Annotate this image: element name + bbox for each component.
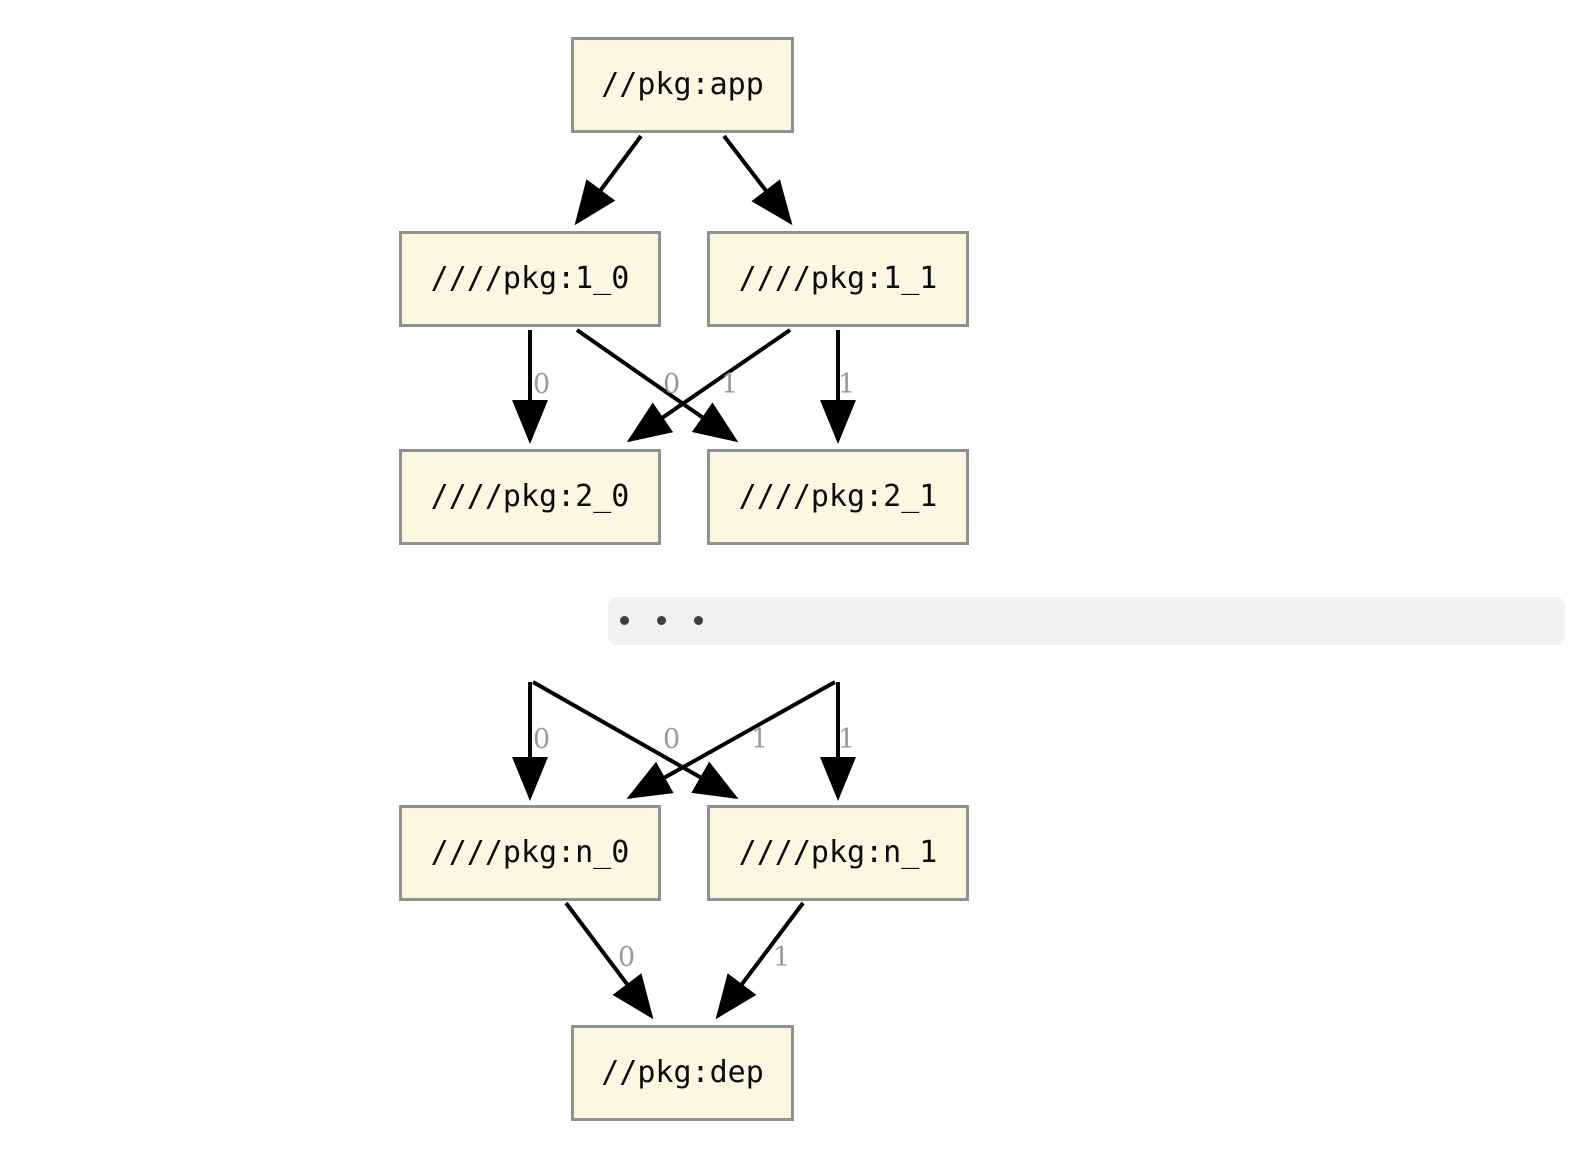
- graph-edge-label: 0: [618, 942, 636, 973]
- graph-edge-arrow: [532, 680, 739, 799]
- graph-node-label: ////pkg:2_1: [738, 479, 938, 514]
- ellipsis-dot: [657, 616, 666, 625]
- graph-edge-label: 1: [721, 369, 739, 400]
- graph-edge-label: 1: [773, 942, 791, 973]
- graph-node-app[interactable]: //pkg:app: [571, 37, 794, 133]
- graph-node-dep[interactable]: //pkg:dep: [571, 1025, 794, 1121]
- graph-edge-label: 1: [838, 369, 856, 400]
- graph-node-n1_0[interactable]: ////pkg:1_0: [399, 231, 661, 327]
- graph-node-label: ////pkg:2_0: [430, 479, 630, 514]
- ellipsis-dot: [694, 616, 703, 625]
- graph-node-nn_1[interactable]: ////pkg:n_1: [707, 805, 969, 901]
- graph-node-n2_1[interactable]: ////pkg:2_1: [707, 449, 969, 545]
- graph-truncation-band: [608, 597, 1565, 645]
- graph-node-label: ////pkg:n_0: [430, 835, 630, 870]
- graph-edge-arrow: [564, 901, 654, 1020]
- graph-node-n1_1[interactable]: ////pkg:1_1: [707, 231, 969, 327]
- graph-node-n2_0[interactable]: ////pkg:2_0: [399, 449, 661, 545]
- edges-group: [512, 134, 856, 1020]
- graph-edge-label: 0: [663, 369, 681, 400]
- graph-edge-arrow: [722, 134, 793, 226]
- graph-edge-arrow: [626, 328, 792, 443]
- graph-node-nn_0[interactable]: ////pkg:n_0: [399, 805, 661, 901]
- graph-edge-label: 1: [751, 724, 769, 755]
- graph-edge-label: 1: [838, 724, 856, 755]
- graph-node-label: ////pkg:n_1: [738, 835, 938, 870]
- graph-node-label: ////pkg:1_0: [430, 261, 630, 296]
- graph-edge-arrow: [574, 134, 643, 226]
- graph-edge-arrow: [626, 680, 836, 799]
- graph-edge-label: 0: [663, 724, 681, 755]
- graph-node-label: //pkg:dep: [601, 1055, 764, 1090]
- graph-edge-label: 0: [533, 724, 551, 755]
- graph-node-label: ////pkg:1_1: [738, 261, 938, 296]
- graph-edge-arrow: [575, 328, 739, 443]
- graph-edge-label: 0: [533, 369, 551, 400]
- graph-node-label: //pkg:app: [601, 67, 764, 102]
- ellipsis-dot: [620, 616, 629, 625]
- graph-ellipsis-icon: [620, 616, 703, 625]
- graph-edge-arrow: [715, 901, 805, 1020]
